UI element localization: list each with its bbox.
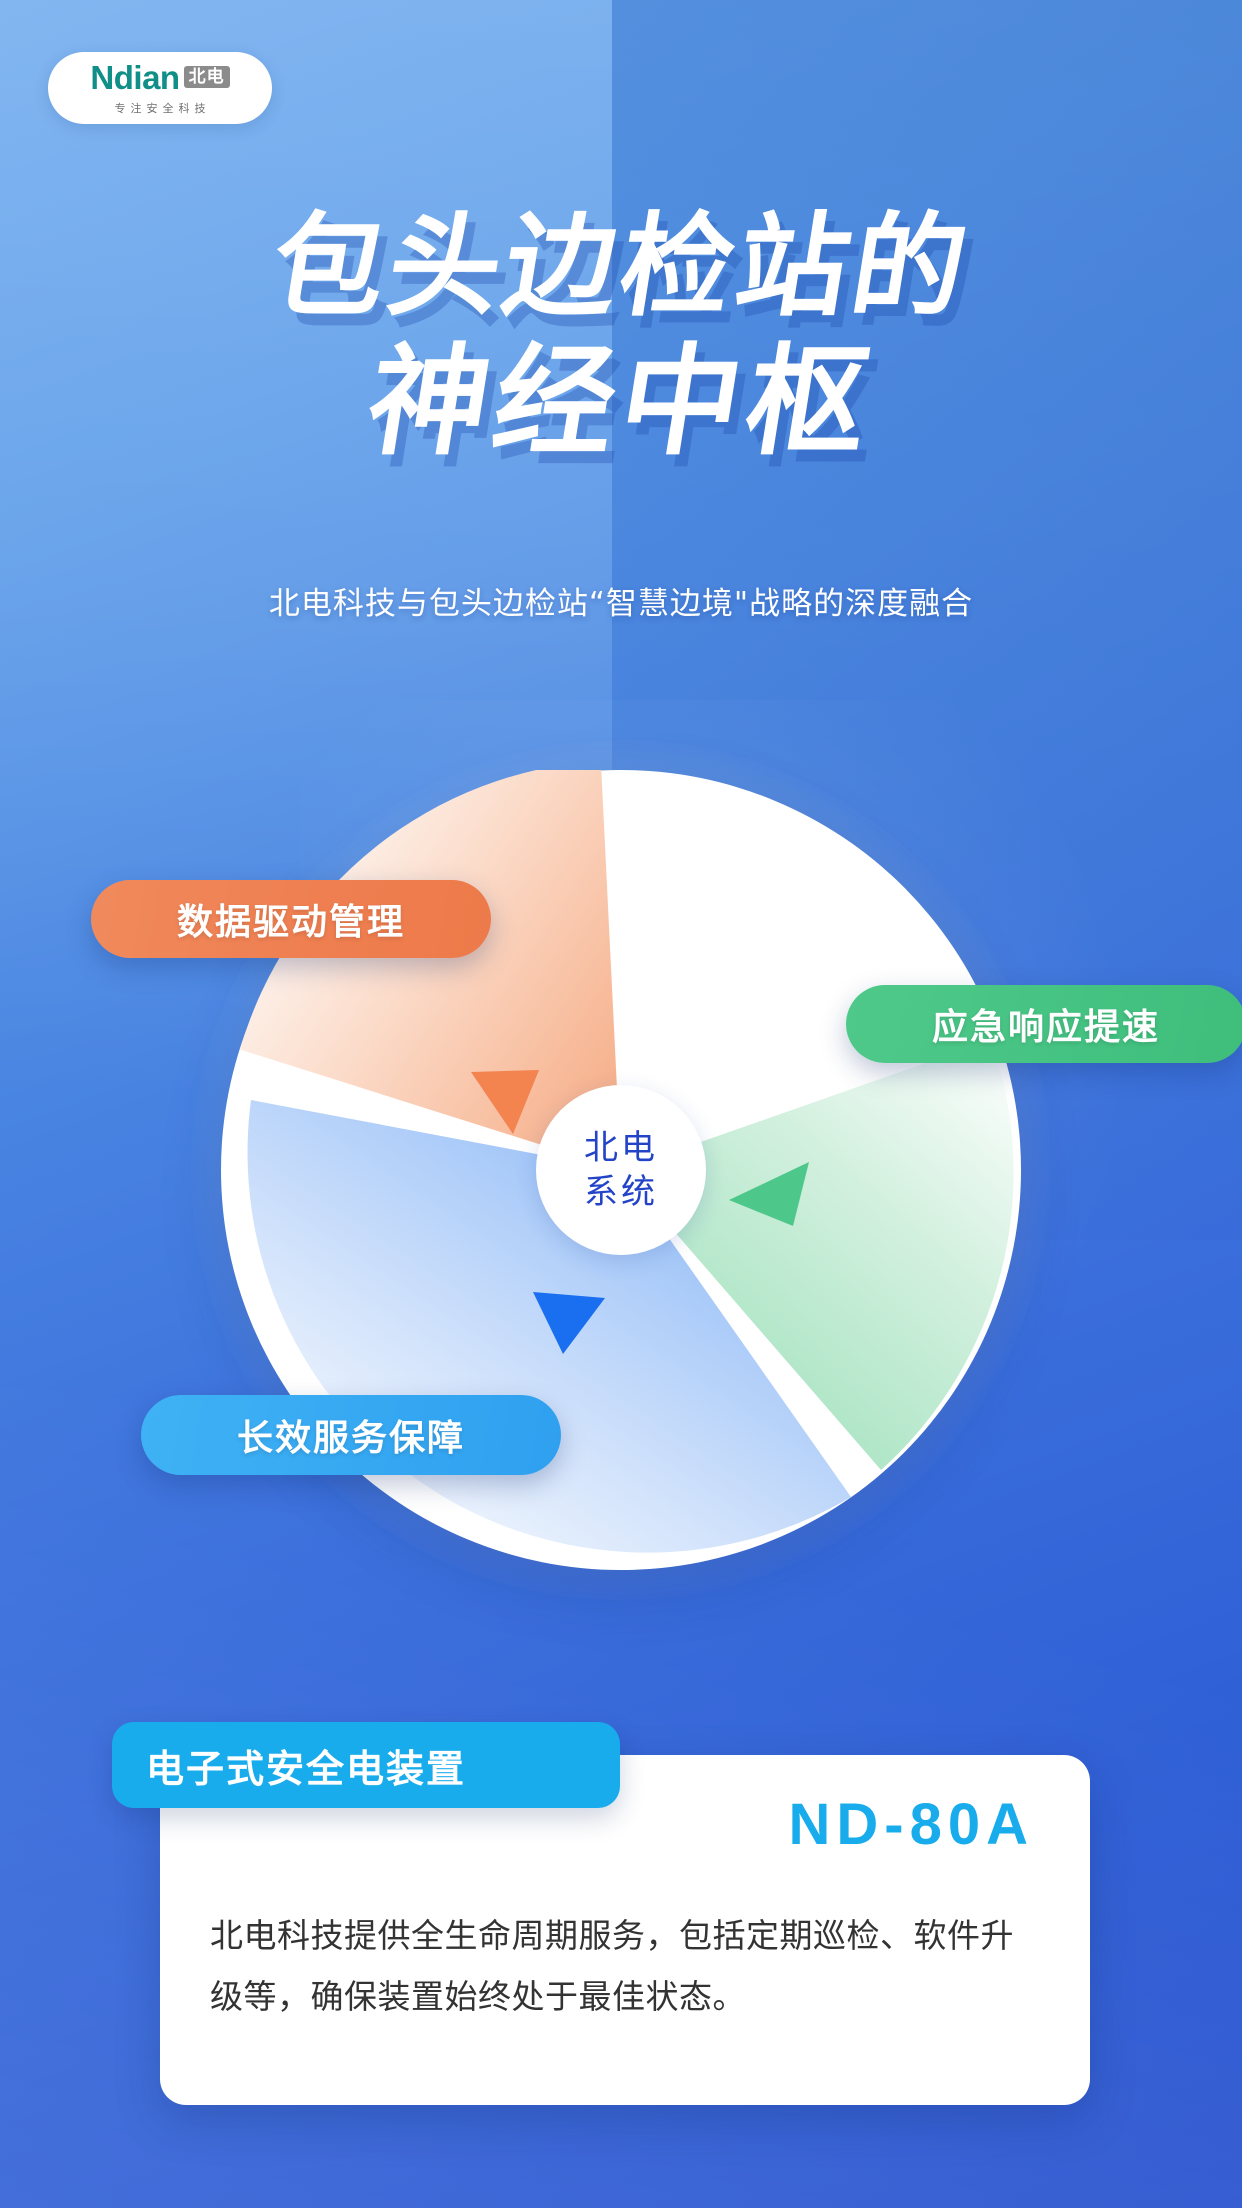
- product-card-tab-label: 电子式安全电装置: [146, 1746, 467, 1791]
- arrowhead-green-icon: [729, 1162, 809, 1226]
- hub-line-2: 系统: [584, 1172, 658, 1212]
- brand-name-chinese: 北电: [183, 65, 230, 89]
- brand-logo: Ndian 北电 专注安全科技: [48, 52, 272, 124]
- wheel-segment-data: [240, 770, 621, 1170]
- wheel-label-long-term-service[interactable]: 长效服务保障: [141, 1395, 561, 1475]
- brand-tagline: 专注安全科技: [114, 102, 211, 115]
- wheel-hub: 北电 系统: [536, 1085, 706, 1255]
- title-line-1: 包头边检站的: [262, 202, 980, 332]
- page-subtitle: 北电科技与包头边检站“智慧边境"战略的深度融合: [268, 586, 974, 622]
- product-card: ND-80A 北电科技提供全生命周期服务，包括定期巡检、软件升级等，确保装置始终…: [160, 1755, 1090, 2105]
- wheel-label-data-driven[interactable]: 数据驱动管理: [91, 880, 491, 958]
- page-title: 包头边检站的 神经中枢: [0, 202, 1242, 473]
- product-model: ND-80A: [788, 1792, 1034, 1857]
- title-line-2: 神经中枢: [358, 333, 885, 473]
- capability-wheel: 北电 系统 数据驱动管理 应急响应提速 长效服务保障: [91, 740, 1242, 1600]
- arrowhead-orange-icon: [471, 1070, 539, 1134]
- wheel-segment-emergency: [621, 1040, 1014, 1470]
- product-card-tab[interactable]: 电子式安全电装置: [112, 1722, 620, 1808]
- arrowhead-blue-icon: [533, 1292, 605, 1354]
- wheel-label-emergency-response[interactable]: 应急响应提速: [846, 985, 1242, 1063]
- brand-name-latin: Ndian: [90, 58, 180, 96]
- product-description: 北电科技提供全生命周期服务，包括定期巡检、软件升级等，确保装置始终处于最佳状态。: [210, 1916, 1014, 2017]
- brand-logo-row: Ndian 北电: [90, 58, 230, 96]
- hub-line-1: 北电: [584, 1128, 658, 1168]
